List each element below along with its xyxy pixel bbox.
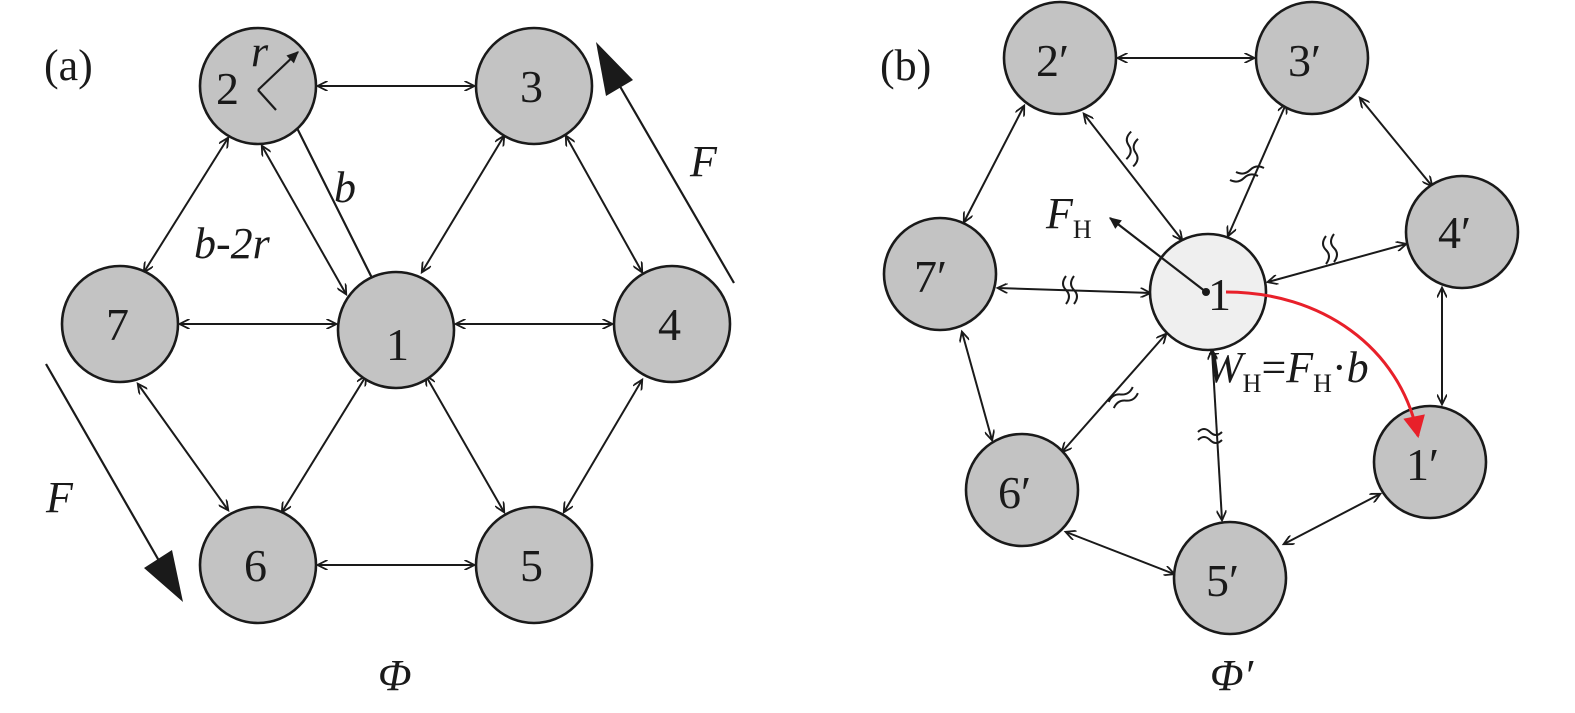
radius-arrow xyxy=(257,51,299,91)
edge-3p-1 xyxy=(1228,104,1286,236)
panel-a-nodes xyxy=(60,26,732,625)
edge-3-4 xyxy=(566,136,642,272)
node-4-prime xyxy=(1404,174,1520,290)
edge-7p-2p xyxy=(964,106,1024,222)
node-2-label: 2 xyxy=(216,63,239,114)
break-mark-3p-1 xyxy=(1229,165,1265,183)
force-arrow-top-right xyxy=(613,75,735,284)
edge-1p-5p xyxy=(1284,494,1380,544)
radius-arrow-tail xyxy=(257,89,277,111)
caption-phi-prime: Φ′ xyxy=(1210,651,1254,700)
node-3-prime-label: 3′ xyxy=(1288,35,1321,86)
node-6-prime xyxy=(964,432,1080,548)
edge-2-7 xyxy=(144,138,228,272)
node-2-prime-label: 2′ xyxy=(1036,35,1069,86)
edge-1-5 xyxy=(426,376,504,512)
node-5-prime xyxy=(1172,520,1288,636)
node-6-prime-label: 6′ xyxy=(998,467,1031,518)
edge-4p-1 xyxy=(1268,244,1406,282)
force-label-bottom: F xyxy=(45,473,74,522)
node-3 xyxy=(474,26,594,146)
node-7-prime xyxy=(882,216,998,332)
edge-1-6p xyxy=(1062,334,1166,452)
node-7-label: 7 xyxy=(106,299,129,350)
edge-5p-6p xyxy=(1066,532,1174,574)
node-4 xyxy=(612,264,732,384)
panel-b-label: (b) xyxy=(880,41,931,90)
work-label: WH=FH·b xyxy=(1206,343,1369,398)
node-1-prime-label: 1′ xyxy=(1406,439,1439,490)
node-2-prime xyxy=(1002,0,1118,116)
break-mark-7p-1 xyxy=(1062,275,1078,305)
panel-a: (a) xyxy=(44,26,735,700)
node-3-label: 3 xyxy=(520,61,543,112)
edge-6p-7p xyxy=(962,332,992,440)
node-5-prime-label: 5′ xyxy=(1206,555,1239,606)
force-arrowhead-bottom-left xyxy=(144,550,183,602)
node-1-prime xyxy=(1372,404,1488,520)
node-6-label: 6 xyxy=(244,540,267,591)
break-mark-1-5p xyxy=(1197,428,1223,444)
node-1 xyxy=(336,270,456,390)
panel-b-nodes xyxy=(882,0,1520,636)
node-1-center-label: 1 xyxy=(1208,269,1231,320)
distance-b-label: b xyxy=(334,163,356,212)
node-4-label: 4 xyxy=(658,299,681,350)
panel-b: (b) xyxy=(880,0,1520,700)
panel-b-break-marks xyxy=(1062,130,1338,444)
force-h-label: FH xyxy=(1045,189,1092,244)
node-5-label: 5 xyxy=(520,540,543,591)
edge-2p-1 xyxy=(1084,114,1182,240)
gap-label: b-2r xyxy=(194,219,271,268)
node-5 xyxy=(474,505,594,625)
caption-phi: Φ xyxy=(378,651,412,700)
node-7 xyxy=(60,264,180,384)
edge-4-5 xyxy=(564,380,642,512)
edge-7-6 xyxy=(138,384,228,510)
force-h-arrow xyxy=(1109,217,1207,293)
force-arrowhead-top-right xyxy=(596,42,633,96)
edge-1-6 xyxy=(282,376,366,512)
panel-a-edges xyxy=(138,86,642,565)
node-7-prime-label: 7′ xyxy=(914,251,947,302)
edge-3-1 xyxy=(422,136,504,272)
node-3-prime xyxy=(1254,0,1370,116)
radius-label: r xyxy=(251,27,269,76)
force-label-top: F xyxy=(689,137,718,186)
edge-3p-4p xyxy=(1360,98,1432,186)
break-mark-4p-1 xyxy=(1322,233,1338,265)
work-arrow xyxy=(1225,290,1425,439)
panel-a-label: (a) xyxy=(44,41,93,90)
break-mark-1-6p xyxy=(1107,386,1139,409)
force-arrow-bottom-left xyxy=(45,363,163,567)
break-mark-2p-1 xyxy=(1125,130,1139,168)
node-4-prime-label: 4′ xyxy=(1438,207,1471,258)
node-1-label: 1 xyxy=(386,319,409,370)
node-6 xyxy=(198,505,318,625)
